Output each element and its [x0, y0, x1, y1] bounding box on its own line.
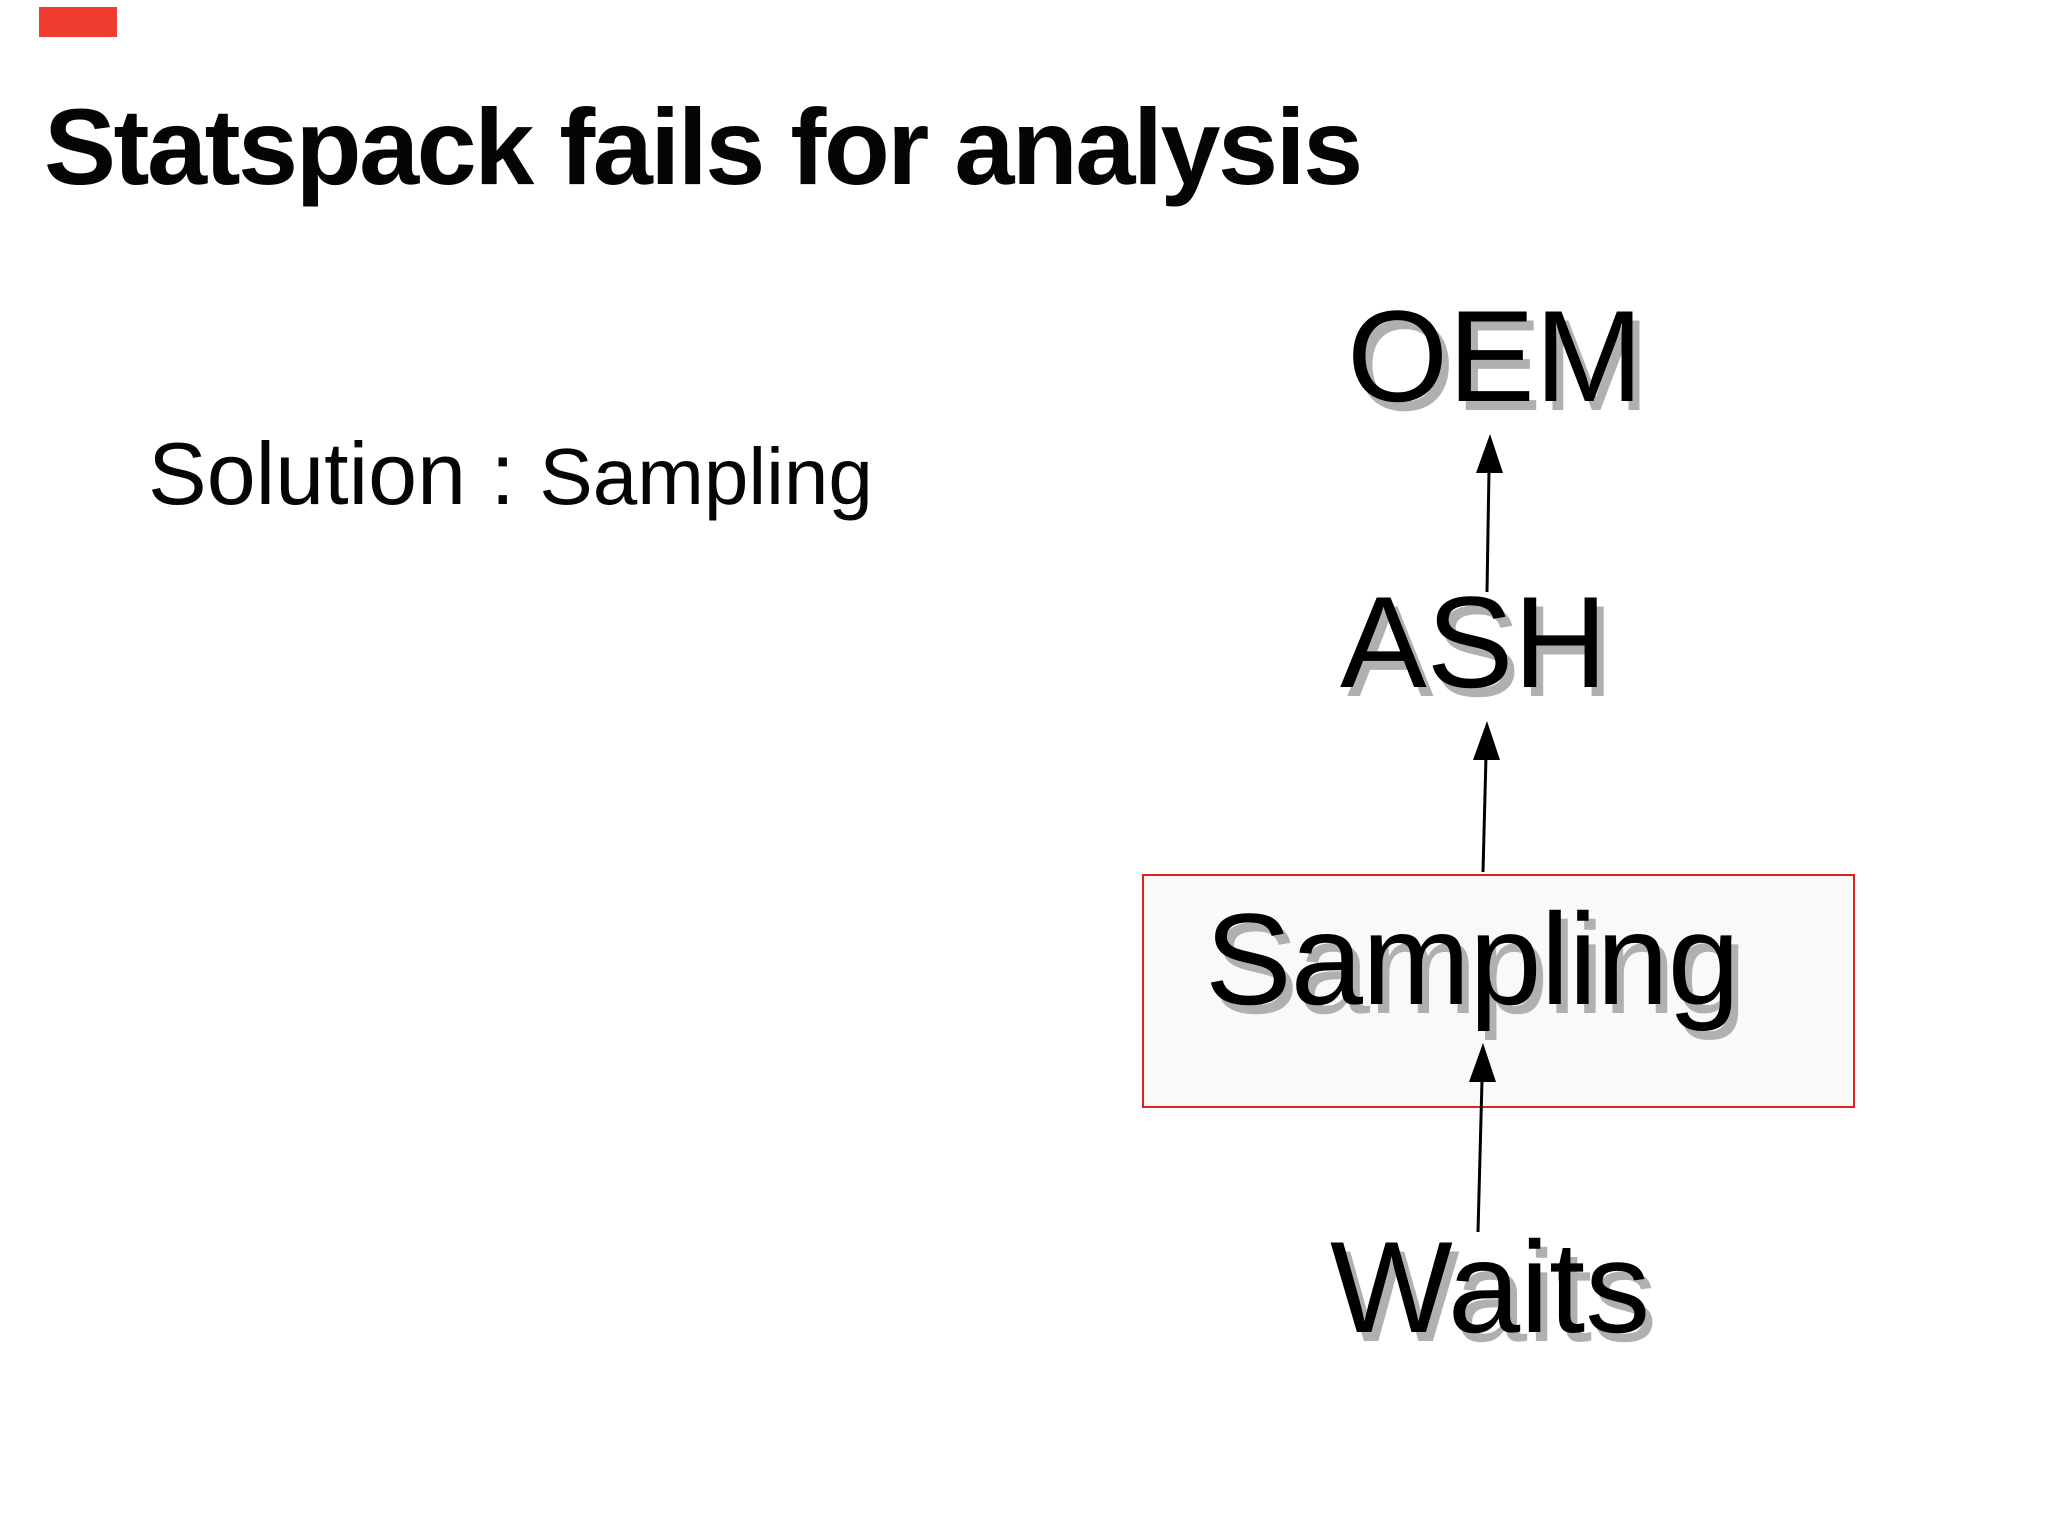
red-corner-marker: [39, 7, 117, 37]
arrow-sampling-to-ash: [1473, 721, 1500, 873]
sampling-highlight-box: [1142, 874, 1855, 1108]
flow-node-sampling: Sampling: [1205, 886, 1740, 1032]
flow-node-oem: OEM: [1347, 283, 1644, 429]
flow-node-waits: Waits: [1330, 1214, 1651, 1360]
subtitle-emphasis: Sampling: [539, 432, 873, 521]
slide-title: Statspack fails for analysis: [44, 86, 1363, 207]
subtitle-prefix: Solution :: [148, 424, 540, 523]
subtitle-line: Solution : Sampling: [148, 430, 873, 518]
flow-node-ash: ASH: [1340, 569, 1608, 715]
